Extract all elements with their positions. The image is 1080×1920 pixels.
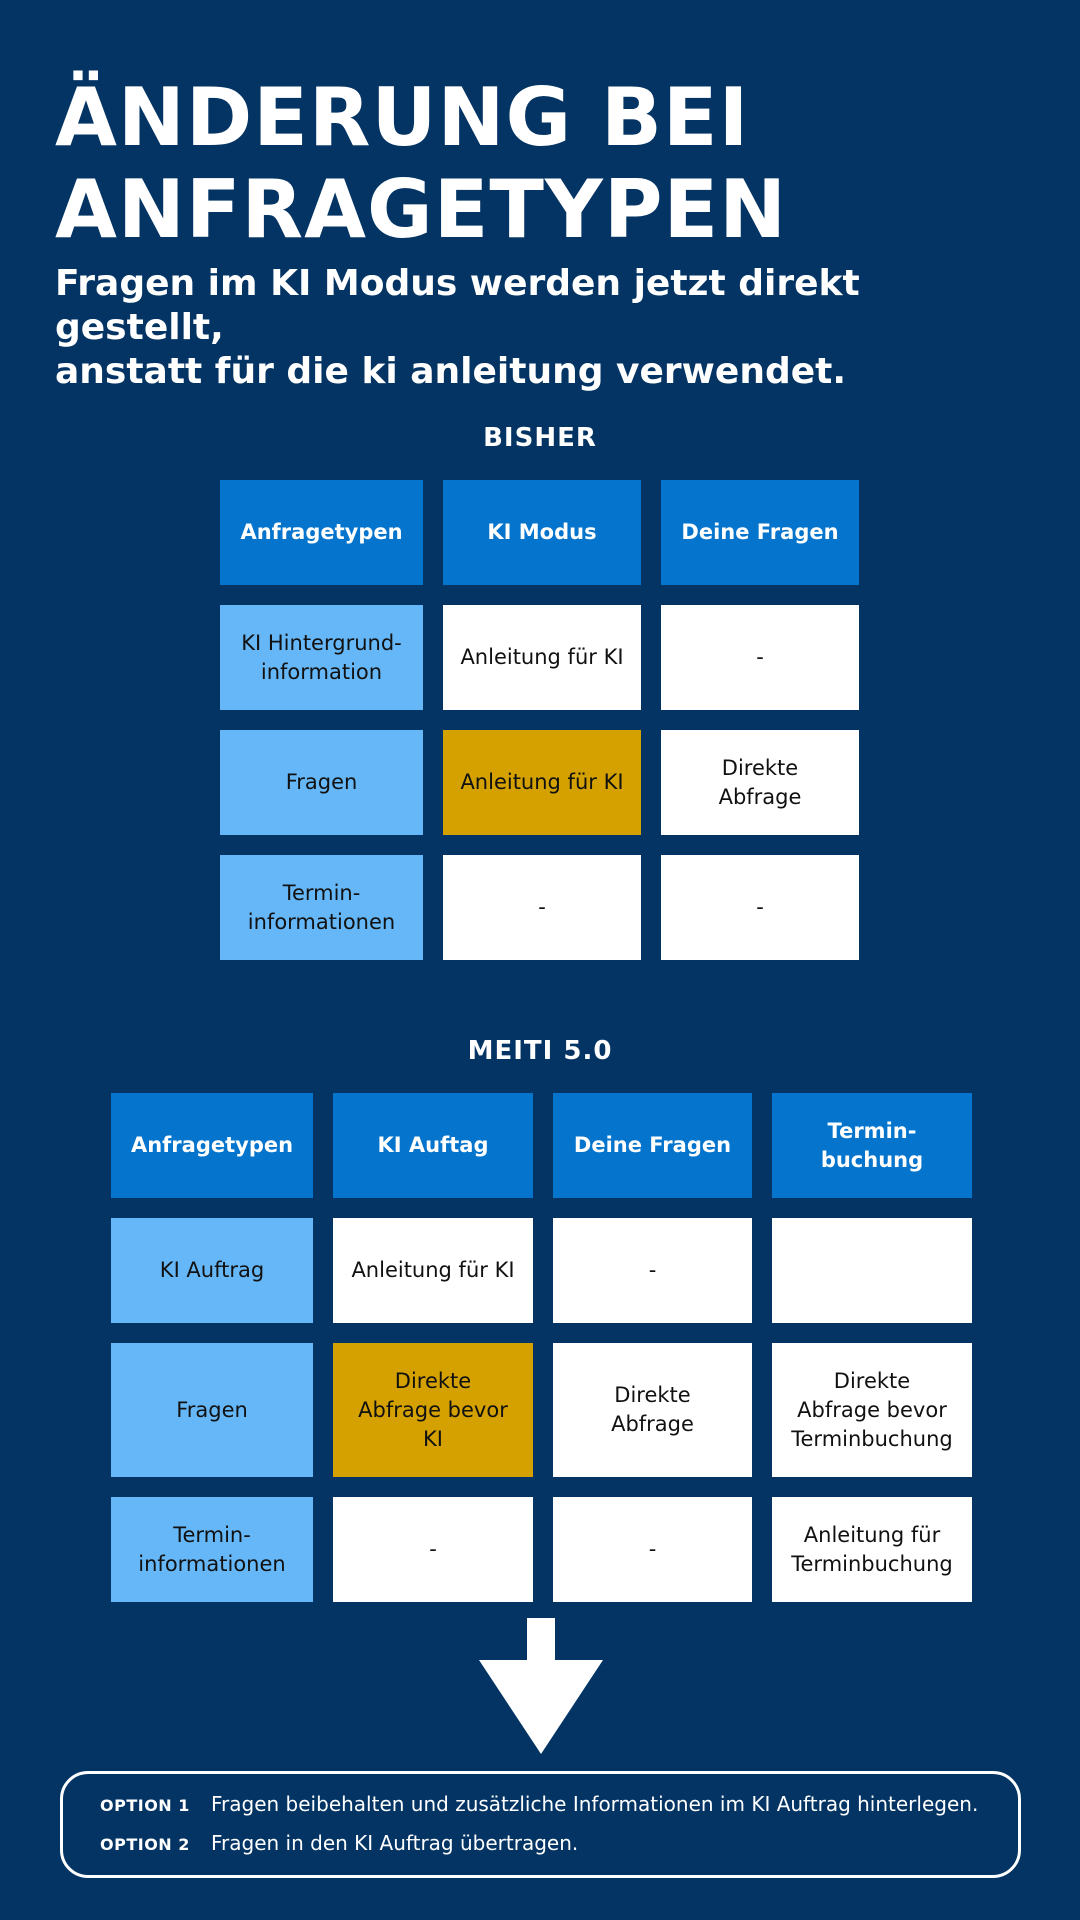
table-cell: - bbox=[661, 855, 859, 960]
table-row-header: KI Hintergrund- information bbox=[220, 605, 423, 710]
option-label: OPTION 2 bbox=[100, 1835, 190, 1854]
table-row-header: Fragen bbox=[220, 730, 423, 835]
option-item: OPTION 2 Fragen in den KI Auftrag übertr… bbox=[100, 1831, 578, 1855]
table-header-cell: Deine Fragen bbox=[553, 1093, 752, 1198]
table-cell: - bbox=[553, 1218, 752, 1323]
page-subtitle-line-1: Fragen im KI Modus werden jetzt direkt g… bbox=[55, 263, 860, 348]
table-row-header: Termin- informationen bbox=[220, 855, 423, 960]
table-header-cell: KI Auftag bbox=[333, 1093, 533, 1198]
table-header-cell: Termin- buchung bbox=[772, 1093, 972, 1198]
option-text: Fragen in den KI Auftrag übertragen. bbox=[211, 1831, 579, 1855]
table-cell: Direkte Abfrage bbox=[553, 1343, 752, 1477]
option-label: OPTION 1 bbox=[100, 1796, 190, 1815]
section-title-meiti: MEITI 5.0 bbox=[467, 1036, 613, 1066]
table-cell: Direkte Abfrage bbox=[661, 730, 859, 835]
section-title-bisher: BISHER bbox=[483, 423, 597, 453]
option-text: Fragen beibehalten und zusätzliche Infor… bbox=[211, 1792, 979, 1816]
arrow-down-icon bbox=[479, 1618, 603, 1754]
table-cell: Direkte Abfrage bevor Terminbuchung bbox=[772, 1343, 972, 1477]
table-cell: Anleitung für Terminbuchung bbox=[772, 1497, 972, 1602]
options-box: OPTION 1 Fragen beibehalten und zusätzli… bbox=[60, 1771, 1021, 1878]
table-cell: - bbox=[443, 855, 641, 960]
table-row-header: KI Auftrag bbox=[111, 1218, 313, 1323]
table-meiti: Anfragetypen KI Auftag Deine Fragen Term… bbox=[111, 1093, 972, 1602]
page-subtitle-line-2: anstatt für die ki anleitung verwendet. bbox=[55, 351, 847, 392]
table-row-header: Fragen bbox=[111, 1343, 313, 1477]
option-item: OPTION 1 Fragen beibehalten und zusätzli… bbox=[100, 1792, 978, 1816]
table-cell: - bbox=[553, 1497, 752, 1602]
page-subtitle: Fragen im KI Modus werden jetzt direkt g… bbox=[55, 262, 1035, 394]
table-cell bbox=[772, 1218, 972, 1323]
table-header-cell: Deine Fragen bbox=[661, 480, 859, 585]
page-title-line-2: ANFRAGETYPEN bbox=[55, 163, 788, 256]
table-cell: Anleitung für KI bbox=[333, 1218, 533, 1323]
table-cell-highlighted: Direkte Abfrage bevor KI bbox=[333, 1343, 533, 1477]
page-title-line-1: ÄNDERUNG BEI bbox=[55, 71, 750, 164]
table-header-cell: KI Modus bbox=[443, 480, 641, 585]
table-header-cell: Anfragetypen bbox=[111, 1093, 313, 1198]
table-bisher: Anfragetypen KI Modus Deine Fragen KI Hi… bbox=[220, 480, 859, 960]
table-cell: - bbox=[661, 605, 859, 710]
table-row-header: Termin- informationen bbox=[111, 1497, 313, 1602]
table-cell-highlighted: Anleitung für KI bbox=[443, 730, 641, 835]
table-cell: - bbox=[333, 1497, 533, 1602]
page-title: ÄNDERUNG BEI ANFRAGETYPEN bbox=[55, 72, 1035, 256]
table-cell: Anleitung für KI bbox=[443, 605, 641, 710]
table-header-cell: Anfragetypen bbox=[220, 480, 423, 585]
